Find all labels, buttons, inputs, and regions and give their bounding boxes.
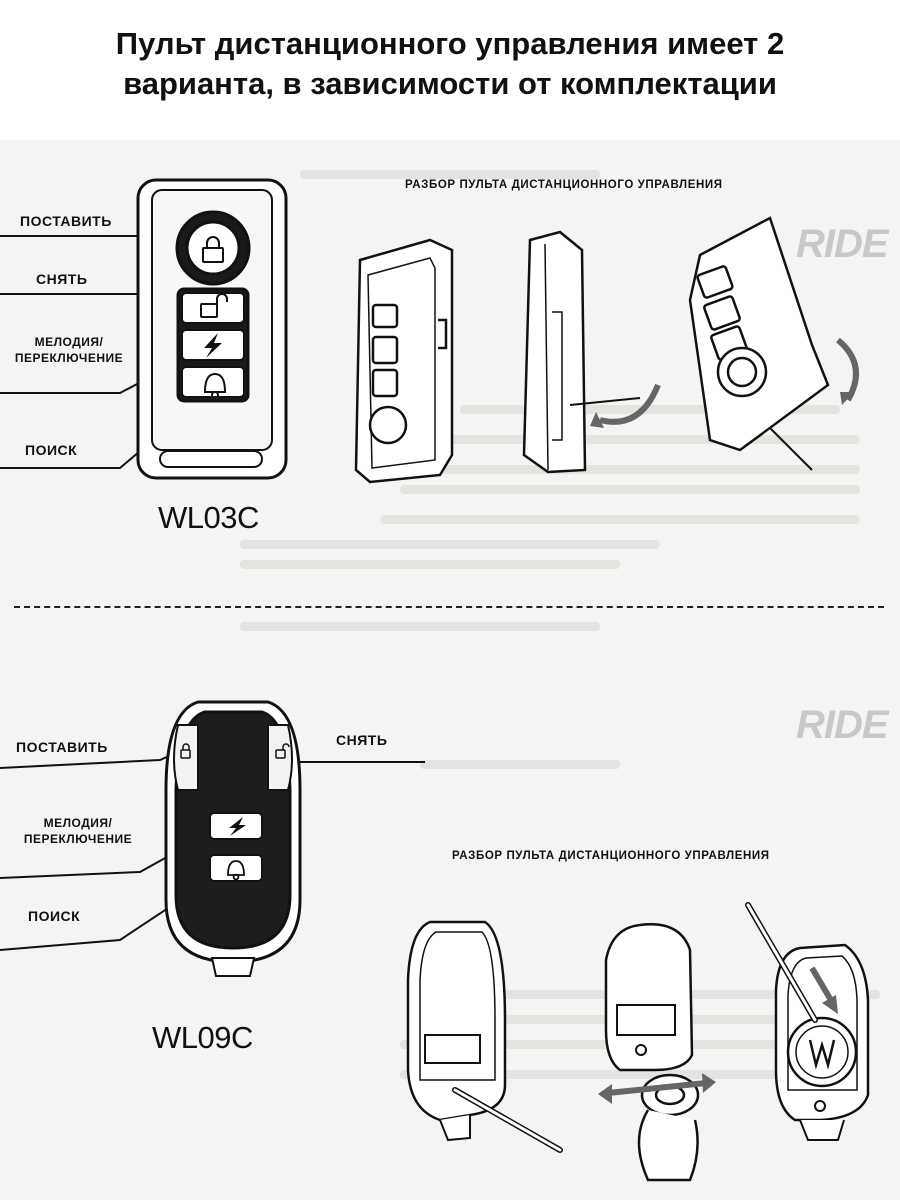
page-title: Пульт дистанционного управления имеет 2 … <box>20 24 880 104</box>
wl09c-remote <box>164 700 302 977</box>
lock-icon <box>180 743 191 759</box>
unlock-icon <box>275 743 290 759</box>
lightning-icon <box>229 817 246 836</box>
wl03c-label-melody-line2: ПЕРЕКЛЮЧЕНИЕ <box>14 351 124 365</box>
lock-icon <box>202 236 224 263</box>
unlock-icon <box>200 293 228 318</box>
watermark-ride-top: RIDE <box>796 222 889 266</box>
wl09c-disassembly-heading: РАЗБОР ПУЛЬТА ДИСТАНЦИОННОГО УПРАВЛЕНИЯ <box>452 850 770 862</box>
wl03c-disassembly-step1 <box>354 238 454 484</box>
bell-icon <box>227 860 245 881</box>
wl03c-label-disarm: СНЯТЬ <box>36 271 88 287</box>
wl09c-disassembly-step3 <box>774 943 870 1141</box>
wl03c-remote <box>136 178 288 480</box>
wl09c-label-arm: ПОСТАВИТЬ <box>16 739 108 755</box>
bell-icon <box>203 372 227 399</box>
wl09c-disassembly-step1 <box>406 920 507 1142</box>
wl09c-label-melody-line1: МЕЛОДИЯ/ <box>43 816 113 830</box>
watermark-ride-bottom: RIDE <box>796 703 889 747</box>
wl03c-label-melody: МЕЛОДИЯ/ ПЕРЕКЛЮЧЕНИЕ <box>0 334 138 366</box>
wl09c-label-melody: МЕЛОДИЯ/ ПЕРЕКЛЮЧЕНИЕ <box>8 815 148 847</box>
section-divider <box>14 606 884 608</box>
title-line-1: Пульт дистанционного управления имеет 2 <box>115 26 785 61</box>
wl03c-disassembly-step2 <box>522 230 587 474</box>
lightning-icon <box>204 333 222 358</box>
wl09c-label-search: ПОИСК <box>28 908 81 924</box>
wl03c-model-name: WL03C <box>158 500 259 535</box>
wl09c-model-name: WL09C <box>152 1020 253 1055</box>
wl03c-label-melody-line1: МЕЛОДИЯ/ <box>34 335 104 349</box>
title-line-2: варианта, в зависимости от комплектации <box>123 66 777 101</box>
wl09c-label-disarm: СНЯТЬ <box>336 732 388 748</box>
wl03c-label-search: ПОИСК <box>25 442 78 458</box>
wl03c-label-arm: ПОСТАВИТЬ <box>20 213 112 229</box>
wl09c-label-melody-line2: ПЕРЕКЛЮЧЕНИЕ <box>23 832 133 846</box>
wl03c-disassembly-step3 <box>688 216 830 452</box>
wl09c-disassembly-step2 <box>604 923 700 1182</box>
wl03c-disassembly-heading: РАЗБОР ПУЛЬТА ДИСТАНЦИОННОГО УПРАВЛЕНИЯ <box>405 179 723 191</box>
